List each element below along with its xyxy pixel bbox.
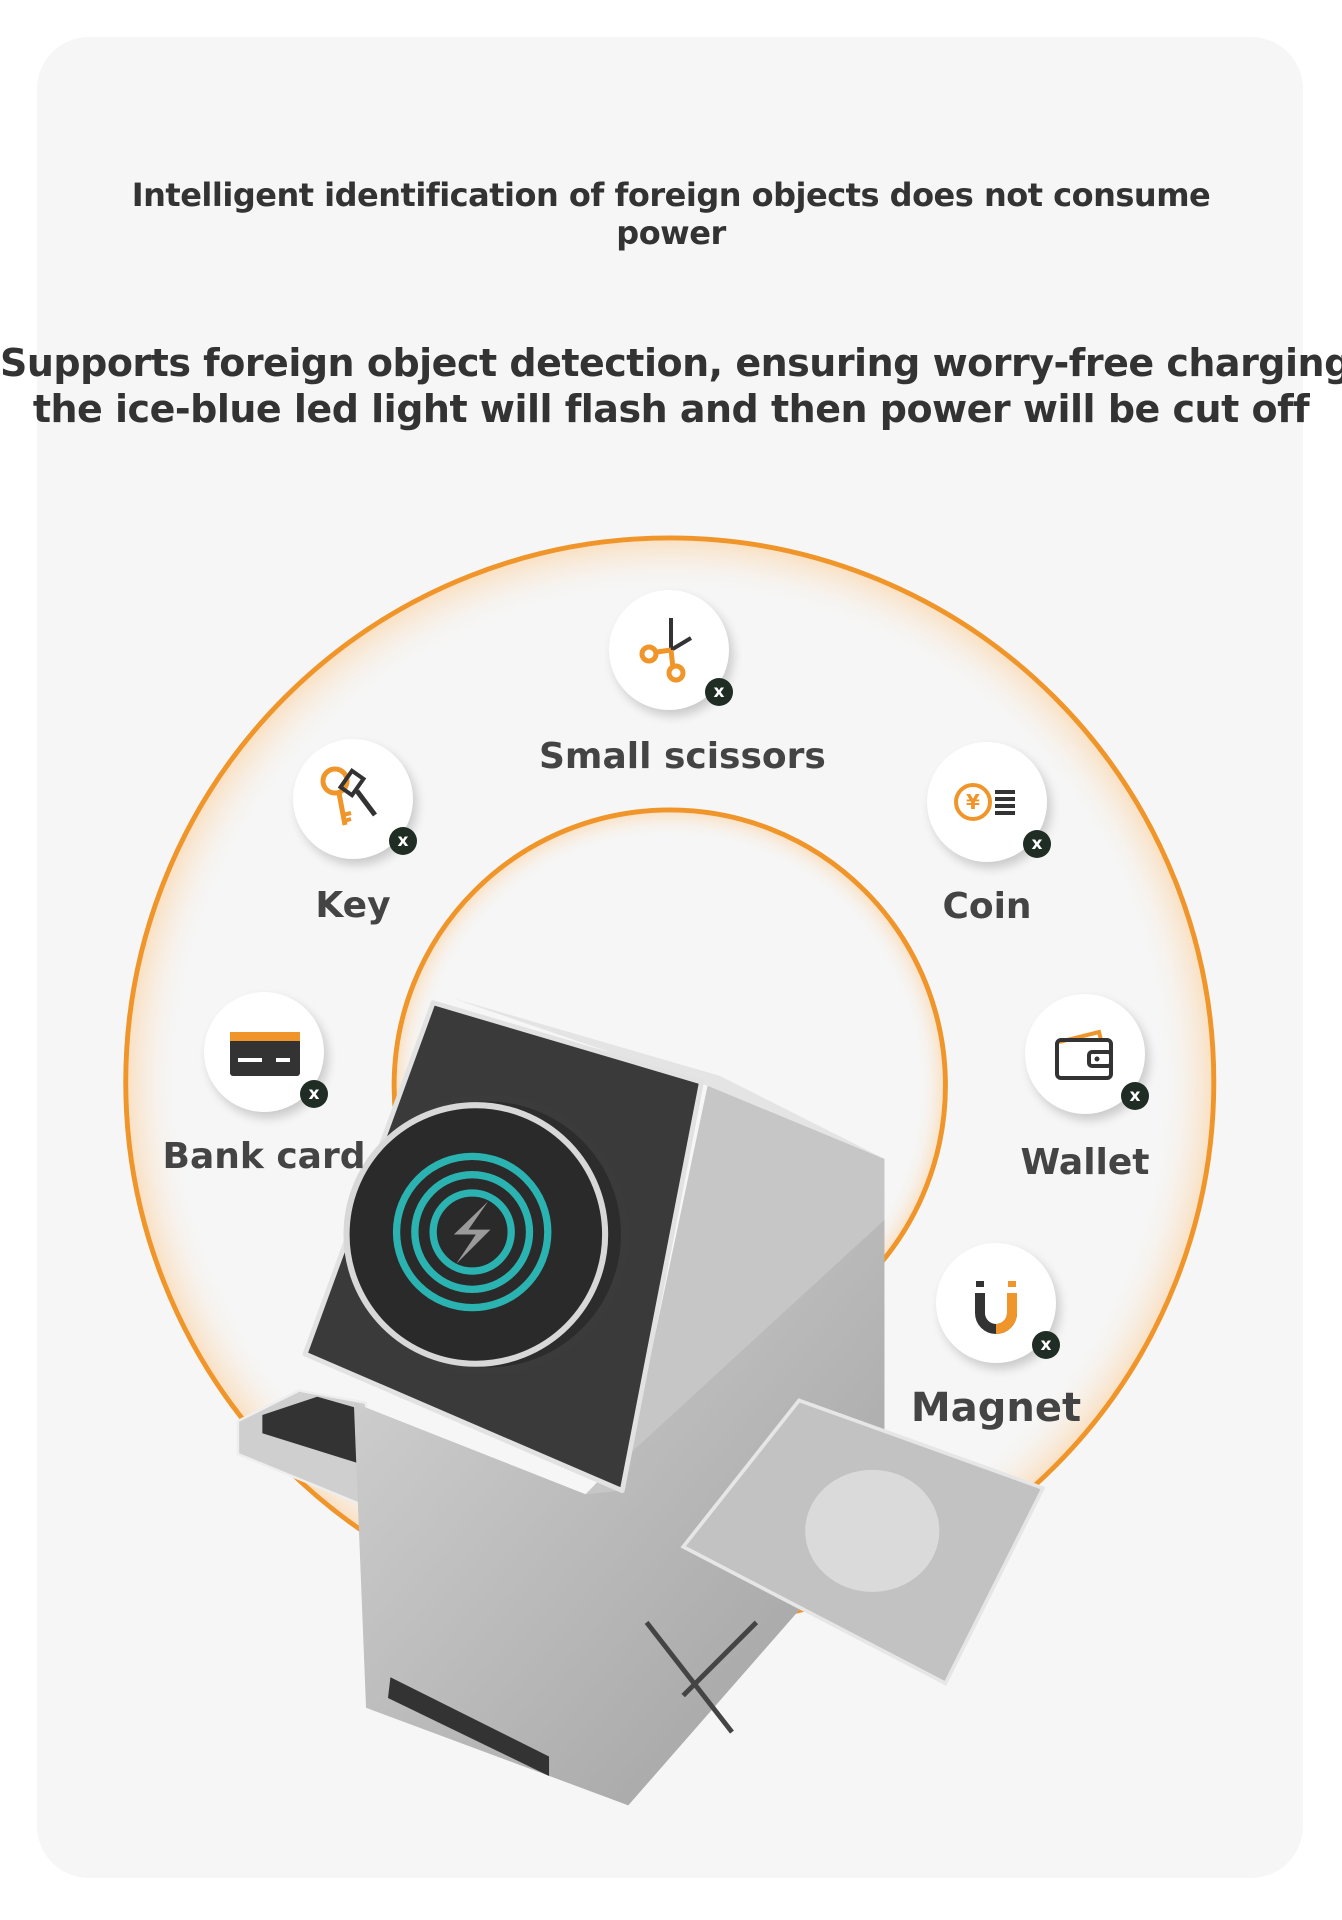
item-bank-card: x Bank card bbox=[134, 992, 394, 1177]
blocked-badge: x bbox=[389, 827, 417, 855]
key-bubble: x bbox=[293, 739, 417, 859]
svg-text:¥: ¥ bbox=[966, 790, 980, 814]
magnet-icon bbox=[975, 1281, 1017, 1334]
heading: Intelligent identification of foreign ob… bbox=[131, 176, 1211, 252]
item-small-scissors: x Small scissors bbox=[539, 590, 826, 777]
subheading-line-2: the ice-blue led light will flash and th… bbox=[32, 387, 1310, 431]
wallet-icon bbox=[1055, 1029, 1113, 1080]
magnet-bubble: x bbox=[936, 1243, 1060, 1363]
item-key: x Key bbox=[223, 739, 483, 926]
scissors-icon bbox=[639, 618, 693, 683]
blocked-badge: x bbox=[705, 678, 733, 706]
item-label: Coin bbox=[942, 886, 1032, 927]
item-magnet: x Magnet bbox=[866, 1243, 1126, 1431]
blocked-badge: x bbox=[1032, 1331, 1060, 1359]
subheading-line-1: Supports foreign object detection, ensur… bbox=[0, 341, 1342, 385]
item-wallet: x Wallet bbox=[955, 994, 1215, 1183]
blocked-badge: x bbox=[300, 1080, 328, 1108]
key-icon bbox=[320, 766, 377, 826]
item-label: Bank card bbox=[162, 1136, 366, 1177]
coin-icon: ¥ bbox=[954, 783, 1015, 821]
item-label: Magnet bbox=[910, 1385, 1082, 1431]
bank-card-bubble: x bbox=[204, 992, 328, 1112]
item-label: Small scissors bbox=[539, 736, 826, 777]
coin-bubble: ¥ x bbox=[927, 742, 1051, 862]
charger-device bbox=[236, 997, 1046, 1806]
subheading: Supports foreign object detection, ensur… bbox=[0, 340, 1342, 432]
blocked-badge: x bbox=[1121, 1082, 1149, 1110]
wallet-bubble: x bbox=[1025, 994, 1149, 1114]
bank-card-icon bbox=[230, 1032, 300, 1076]
scissors-bubble: x bbox=[609, 590, 733, 710]
item-label: Wallet bbox=[1020, 1142, 1150, 1183]
blocked-badge: x bbox=[1023, 830, 1051, 858]
item-label: Key bbox=[315, 885, 391, 926]
item-coin: ¥ x Coin bbox=[857, 742, 1117, 927]
